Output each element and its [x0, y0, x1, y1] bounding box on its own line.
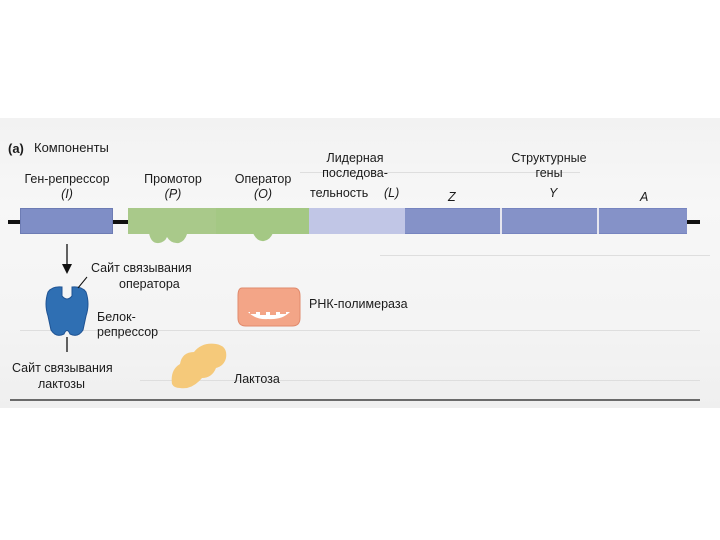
leader-line2: последова- — [322, 166, 388, 180]
dna-line-left — [8, 220, 22, 224]
promoter-operator-bumps — [149, 233, 273, 244]
repressor-protein-icon — [45, 286, 89, 336]
transcription-arrowhead — [62, 264, 72, 274]
structural-line2: гены — [535, 166, 563, 180]
repressor-gene-segment — [20, 208, 113, 234]
repressor-protein-line2: репрессор — [97, 325, 159, 339]
promoter-segment — [128, 208, 216, 234]
operator-symbol: (O) — [253, 187, 273, 201]
panel-letter: (a) — [8, 141, 24, 156]
operator-site-line2: оператора — [119, 277, 180, 291]
rna-polymerase-icon — [237, 287, 301, 327]
scan-artifact — [300, 172, 580, 173]
promoter-symbol: (P) — [164, 187, 182, 201]
promoter-name: Промотор — [144, 172, 202, 186]
operator-site-pointer — [77, 276, 88, 289]
dna-line-right — [686, 220, 700, 224]
gene-z-label: Z — [448, 190, 456, 204]
scan-artifact — [20, 330, 700, 331]
gene-y-label: Y — [549, 186, 558, 200]
lactose-icon — [171, 343, 227, 389]
panel-title: Компоненты — [34, 140, 109, 155]
lactose-label: Лактоза — [234, 372, 280, 386]
structural-genes-segment — [405, 208, 687, 234]
figure-background — [0, 118, 720, 408]
gene-z-y-divider — [500, 208, 502, 234]
dna-line-gap — [112, 220, 130, 224]
gene-a-label: A — [640, 190, 649, 204]
scan-artifact — [380, 255, 710, 256]
operator-segment — [216, 208, 309, 234]
leader-line3: тельность — [310, 186, 369, 200]
figure-bottom-rule — [10, 399, 700, 401]
scan-artifact — [140, 380, 700, 381]
leader-symbol: (L) — [384, 186, 400, 200]
repressor-gene-symbol: (I) — [61, 187, 73, 201]
structural-line1: Структурные — [511, 151, 587, 165]
leader-segment — [309, 208, 405, 234]
leader-line1: Лидерная — [326, 151, 384, 165]
operator-site-line1: Сайт связывания — [91, 261, 192, 275]
operator-name: Оператор — [234, 172, 292, 186]
rna-polymerase-label: РНК-полимераза — [309, 297, 408, 311]
lactose-site-line1: Сайт связывания — [12, 361, 113, 375]
gene-y-a-divider — [597, 208, 599, 234]
repressor-protein-line1: Белок- — [97, 310, 136, 324]
lactose-site-line2: лактозы — [38, 377, 85, 391]
repressor-gene-name: Ген-репрессор — [24, 172, 110, 186]
